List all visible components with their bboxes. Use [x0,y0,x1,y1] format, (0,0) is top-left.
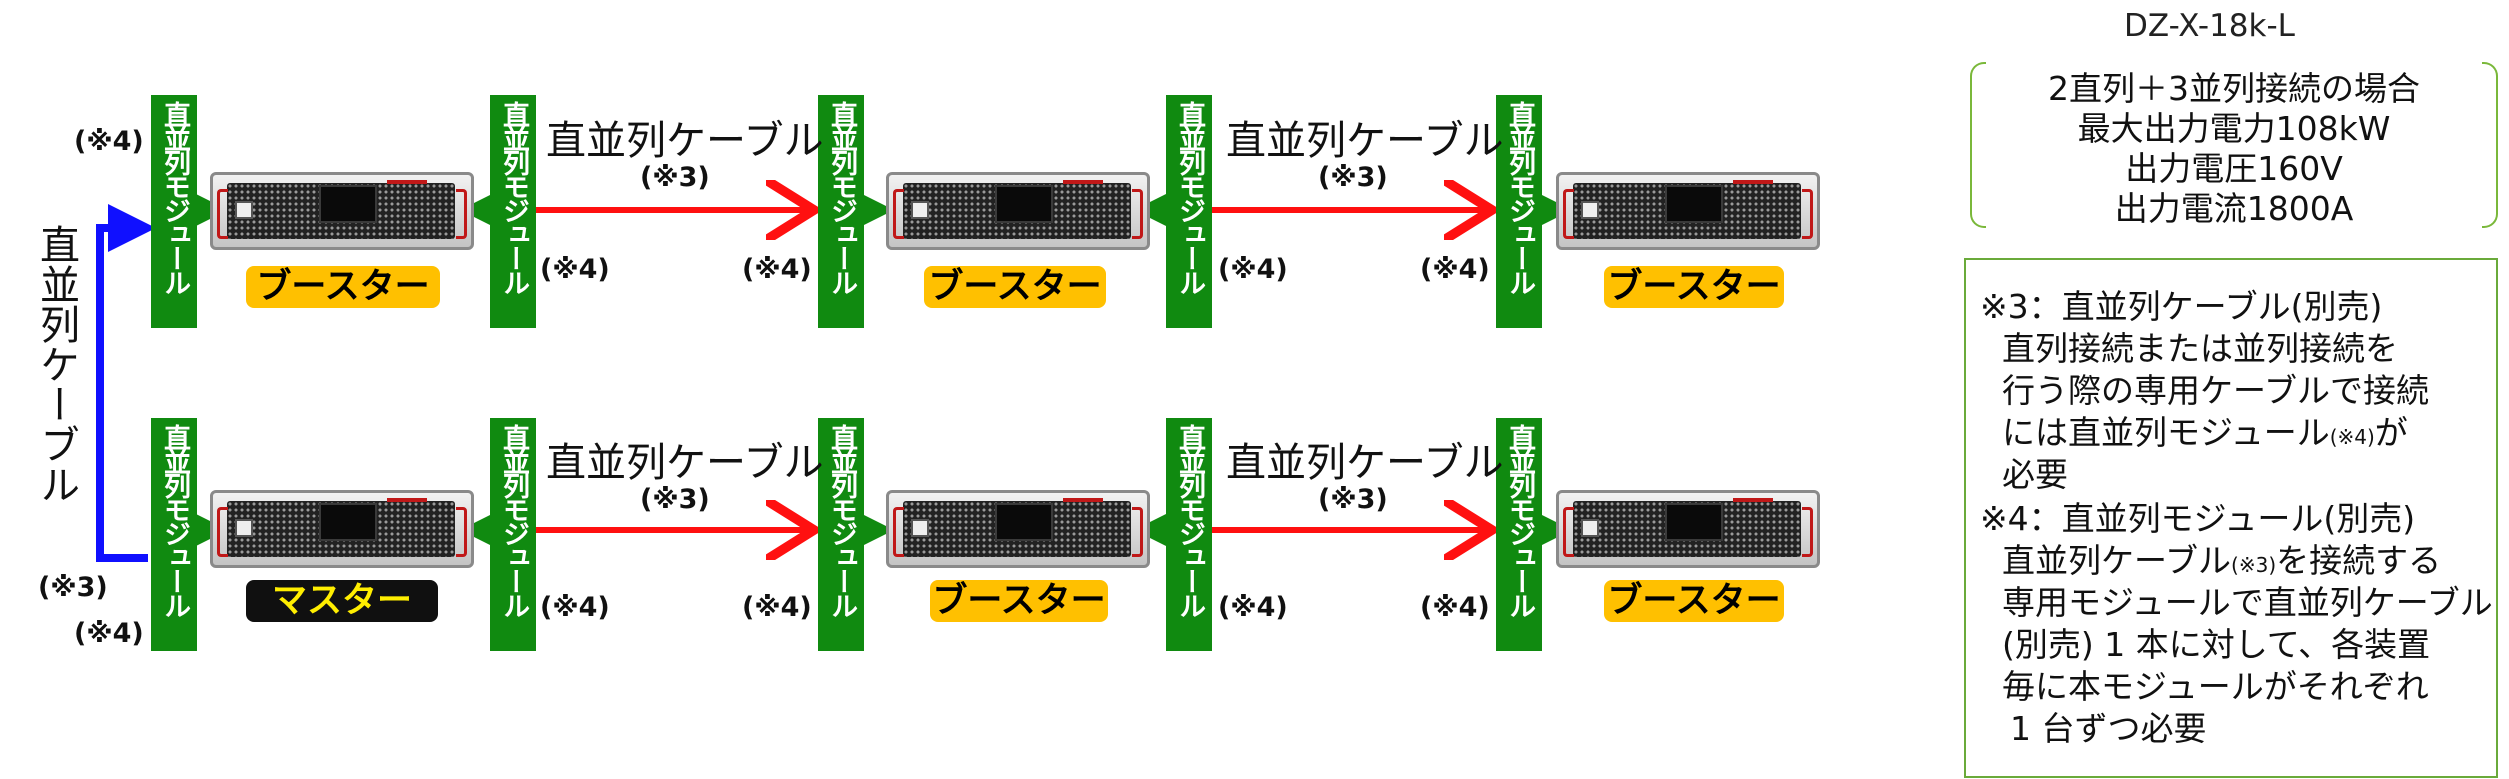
side-cable-label: 直並列ケーブル [33,224,79,504]
spec-max-power: 最大出力電力108kW [2077,109,2391,148]
parallel-module-top-4: 直並列モジュール [1166,95,1212,328]
ref4-bottom-b: (※4) [742,592,812,623]
note4-line1-end: を接続する [2276,541,2442,580]
power-switch-icon [911,201,929,219]
spec-box: 2直列＋3並列接続の場合 最大出力電力108kW 出力電圧160V 出力電流18… [1970,62,2498,230]
spec-voltage: 出力電圧160V [2125,149,2343,188]
display-screen [319,185,377,223]
cable-label-top-2: 直並列ケーブル [1226,118,1504,164]
parallel-module-top-5: 直並列モジュール [1496,95,1542,328]
note3-line3: には直並列モジュール(※4)が [2002,406,2408,454]
display-screen [1665,185,1723,223]
ref4-top-d: (※4) [1420,254,1490,285]
ref3-bottom-2: (※3) [1318,484,1388,515]
ref4-top-left: (※4) [74,126,144,157]
parallel-module-bottom-3: 直並列モジュール [818,418,864,651]
note4-line3: (別売) 1 本に対して、各装置 [2002,625,2431,664]
note3-line3-ref: (※4) [2329,425,2375,449]
ref3-top-1: (※3) [640,162,710,193]
parallel-module-top-3: 直並列モジュール [818,95,864,328]
side-cable-arrow [96,204,156,562]
ref4-top-b: (※4) [742,254,812,285]
display-screen [1665,503,1723,541]
power-switch-icon [911,519,929,537]
spec-config: 2直列＋3並列接続の場合 [2048,69,2420,108]
booster-tag-top-3: ブースター [1604,266,1784,308]
display-screen [319,503,377,541]
booster-tag-bottom-2: ブースター [930,580,1108,622]
ref3-top-2: (※3) [1318,162,1388,193]
power-switch-icon [235,201,253,219]
model-name: DZ-X-18k-L [2124,8,2295,44]
note3-line4: 必要 [2002,455,2068,494]
power-supply-top-2 [886,172,1150,250]
booster-tag-top-1: ブースター [246,266,440,308]
ref3-side: (※3) [38,572,108,603]
note4-line1-ref: (※3) [2231,553,2277,577]
booster-tag-bottom-3: ブースター [1604,580,1784,622]
ref4-bottom-a: (※4) [540,592,610,623]
cable-label-bottom-2: 直並列ケーブル [1226,440,1504,486]
display-screen [995,503,1053,541]
parallel-module-bottom-5: 直並列モジュール [1496,418,1542,651]
note3-line2: 行う際の専用ケーブルで接続 [2002,371,2430,410]
note4-line1: 直並列ケーブル(※3)を接続する [2002,534,2441,582]
ref4-bottom-c: (※4) [1218,592,1288,623]
parallel-module-bottom-1: 直並列モジュール [151,418,197,651]
note4-line5: 1 台ずつ必要 [2010,709,2207,748]
power-supply-bottom-2 [886,490,1150,568]
power-switch-icon [235,519,253,537]
note3-line3-text: には直並列モジュール [2002,413,2330,452]
note4-line1-text: 直並列ケーブル [2002,541,2232,580]
note3-title: ※3：直並列ケーブル(別売) [1980,287,2383,326]
note4-line2: 専用モジュールで直並列ケーブル [2002,583,2493,622]
note4-title: ※4：直並列モジュール(別売) [1980,499,2416,538]
power-switch-icon [1581,201,1599,219]
note4-line4: 毎に本モジュールがそれぞれ [2002,667,2429,706]
ref4-top-a: (※4) [540,254,610,285]
parallel-module-top-2: 直並列モジュール [490,95,536,328]
ref4-bottom-left: (※4) [74,618,144,649]
power-supply-bottom-3 [1556,490,1820,568]
note3-line1: 直列接続または並列接続を [2002,329,2398,368]
ref3-bottom-1: (※3) [640,484,710,515]
display-screen [995,185,1053,223]
cable-label-bottom-1: 直並列ケーブル [546,440,824,486]
power-supply-top-1 [210,172,474,250]
parallel-module-bottom-4: 直並列モジュール [1166,418,1212,651]
parallel-module-bottom-2: 直並列モジュール [490,418,536,651]
power-supply-top-3 [1556,172,1820,250]
cable-label-top-1: 直並列ケーブル [546,118,824,164]
ref4-top-c: (※4) [1218,254,1288,285]
notes-box: ※3：直並列ケーブル(別売) 直列接続または並列接続を 行う際の専用ケーブルで接… [1964,258,2498,778]
master-tag: マスター [246,580,438,622]
power-switch-icon [1581,519,1599,537]
note3-line3-end: が [2374,413,2408,452]
booster-tag-top-2: ブースター [924,266,1106,308]
parallel-module-top-1: 直並列モジュール [151,95,197,328]
spec-current: 出力電流1800A [2114,189,2354,228]
power-supply-bottom-1 [210,490,474,568]
ref4-bottom-d: (※4) [1420,592,1490,623]
